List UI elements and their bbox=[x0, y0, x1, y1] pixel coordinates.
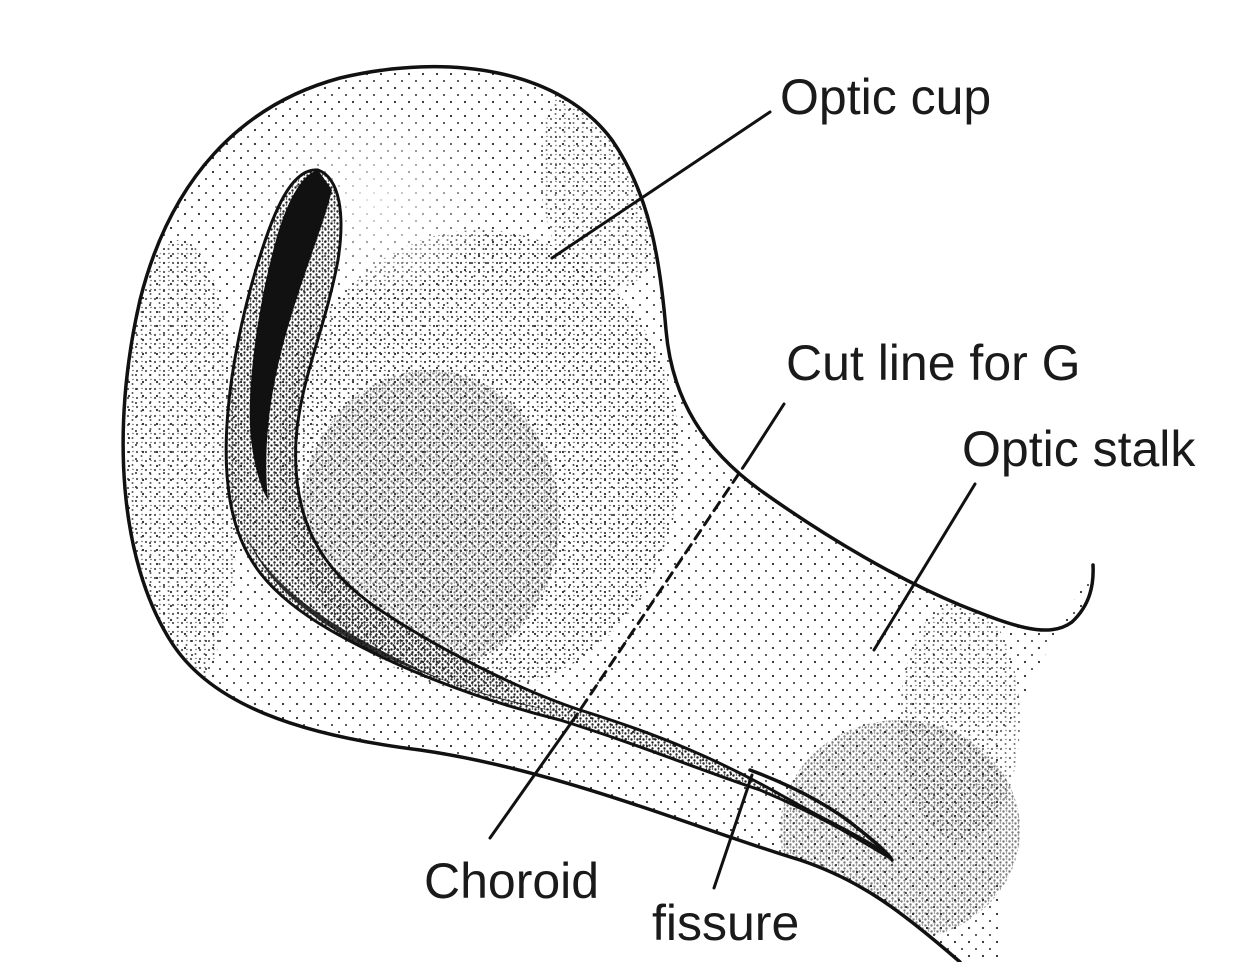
leader-optic-stalk bbox=[872, 482, 977, 652]
label-optic-cup: Optic cup bbox=[780, 69, 992, 125]
leader-choroid bbox=[488, 714, 578, 840]
leader-fissure bbox=[712, 773, 754, 890]
leader-lines bbox=[488, 110, 977, 890]
outline bbox=[121, 64, 1095, 962]
label-choroid: Choroid bbox=[424, 853, 600, 909]
label-optic-stalk: Optic stalk bbox=[962, 421, 1196, 477]
cut-line-dashed bbox=[574, 458, 750, 718]
leader-optic-cup bbox=[550, 110, 772, 260]
cup-rim-groove bbox=[224, 168, 892, 860]
label-fissure: fissure bbox=[652, 895, 800, 951]
cut-line-solid bbox=[746, 402, 786, 462]
label-cut-line: Cut line for G bbox=[786, 335, 1081, 391]
